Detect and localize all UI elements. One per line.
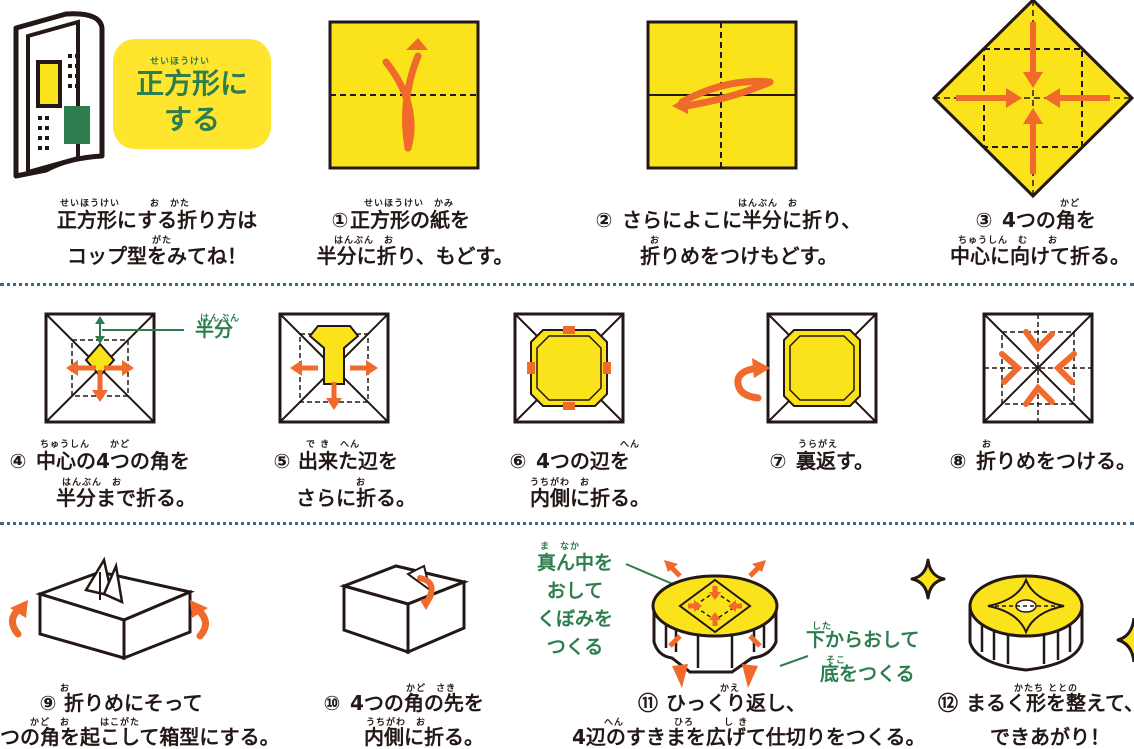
step6-line1: 4つの辺を — [536, 449, 630, 473]
step10-line1: 4つの角の先を — [350, 691, 484, 715]
step9-number: ⑨ — [39, 691, 57, 715]
step11-line2: 4辺のすきまを広げて仕切りをつくる。 — [572, 725, 926, 749]
step11-figure — [625, 560, 809, 688]
step2-line1: さらによこに半分に折り、 — [622, 208, 862, 232]
sparkle-icon-right — [1116, 617, 1134, 663]
step12-line2: できあがり！ — [990, 725, 1110, 749]
step8-number: ⑧ — [949, 449, 967, 473]
step3-line1: 4つの角を — [1002, 208, 1096, 232]
bottom-label-line1: 下からおして — [806, 629, 920, 651]
step3-line2: 中心に向けて折る。 — [950, 244, 1130, 268]
bottom-label-ruby1: した — [812, 622, 833, 632]
center-label-line3: くぼみを — [536, 608, 613, 630]
step5-ruby2: お — [356, 478, 367, 488]
step11-number: ⑪ — [638, 691, 658, 715]
step6-ruby1: へん — [620, 440, 641, 450]
step9-ruby1: お — [60, 684, 71, 694]
step4-line1: 中心の4つの角を — [36, 449, 190, 473]
step4-ruby2: はんぶん お — [62, 478, 123, 488]
bottom-label-ruby2: そこ — [826, 656, 847, 666]
step8-line1: 折りめをつける。 — [976, 449, 1134, 473]
step6-figure — [513, 312, 625, 424]
step1-line1: 正方形の紙を — [350, 208, 470, 232]
step3-number: ③ — [975, 208, 993, 232]
title-badge — [113, 39, 271, 149]
intro-note-line1: 正方形にする折り方は — [56, 208, 258, 232]
step1-ruby1: せいほうけい かみ — [364, 199, 455, 209]
step5-ruby1: で き へん — [306, 440, 361, 450]
step2-line2: 折りめをつけもどす。 — [640, 244, 838, 268]
step12-ruby1: かたち ととの — [1014, 684, 1079, 694]
step11-line1: ひっくり返し、 — [666, 691, 806, 715]
step6-line2: 内側に折る。 — [530, 486, 650, 510]
step2-figure — [646, 20, 798, 170]
step7-ruby1: うらがえ — [798, 440, 839, 450]
badge-ruby: せいほうけい — [150, 57, 211, 67]
step3-figure — [931, 0, 1134, 199]
magazine-icon — [13, 11, 105, 179]
center-label-line4: つくる — [546, 636, 604, 658]
step10-figure — [339, 564, 470, 655]
step7-line1: 裏返す。 — [796, 449, 874, 473]
step11-ruby1: かえ — [720, 684, 741, 694]
step6-number: ⑥ — [509, 449, 527, 473]
step4-number: ④ — [9, 449, 27, 473]
step10-ruby1: かど さき — [406, 684, 457, 694]
step8-figure — [982, 312, 1094, 424]
step10-ruby2: うちがわ お — [366, 718, 427, 728]
step5-figure — [278, 312, 390, 424]
step2-ruby2: お — [650, 236, 661, 246]
intro-note-ruby: せいほうけい お かた — [60, 199, 191, 209]
step7-figure — [734, 312, 878, 424]
step2-ruby1: はんぶん お — [738, 199, 799, 209]
badge-title-line2: する — [163, 103, 220, 136]
step5-line1: 出来た辺を — [298, 449, 398, 473]
step5-line2: さらに折る。 — [296, 486, 416, 510]
step5-number: ⑤ — [273, 449, 291, 473]
step12-number: ⑫ — [938, 691, 958, 715]
intro-note-line2-ruby: がた — [152, 236, 173, 246]
step9-line2: つの角を起こして箱型にする。 — [0, 725, 280, 749]
step3-ruby1: かど — [1060, 199, 1081, 209]
step4-figure — [44, 312, 156, 424]
step12-line1: まるく形を整えて、 — [966, 691, 1134, 715]
step1-number: ① — [331, 208, 349, 232]
step6-ruby2: うちがわ お — [530, 478, 591, 488]
row-divider-1 — [0, 283, 1134, 286]
step10-line2: 内側に折る。 — [364, 725, 484, 749]
step9-ruby2: かど お はこがた — [30, 718, 141, 728]
step1-line2: 半分に折り、もどす。 — [316, 244, 514, 268]
step7-number: ⑦ — [769, 449, 787, 473]
center-label-line2: おして — [546, 580, 604, 602]
step9-line1: 折りめにそって — [64, 691, 203, 715]
step2-number: ② — [595, 208, 613, 232]
step4-ruby1: ちゅうしん かど — [40, 440, 131, 450]
step10-number: ⑩ — [323, 691, 341, 715]
step8-ruby1: お — [982, 440, 993, 450]
half-connector-line — [156, 329, 184, 331]
center-label-ruby: ま なか — [540, 542, 581, 552]
step3-ruby2: ちゅうしん む お — [958, 236, 1059, 246]
half-label: 半分 — [194, 319, 233, 341]
half-label-ruby: はんぶん — [200, 314, 241, 324]
step1-figure — [328, 20, 480, 170]
step11-ruby2: へん ひろ し き — [604, 718, 749, 728]
step9-figure — [9, 556, 209, 661]
center-label-line1: 真ん中を — [536, 552, 613, 574]
intro-note-line2: コップ型をみてね！ — [67, 244, 247, 268]
badge-title-line1: 正方形に — [135, 67, 248, 100]
step12-figure — [968, 574, 1084, 672]
row-divider-2 — [0, 522, 1134, 525]
step4-line2: 半分まで折る。 — [56, 486, 196, 510]
step1-ruby2: はんぶん お — [334, 236, 395, 246]
bottom-label-line2: 底をつくる — [820, 663, 915, 685]
sparkle-icon — [910, 558, 946, 600]
